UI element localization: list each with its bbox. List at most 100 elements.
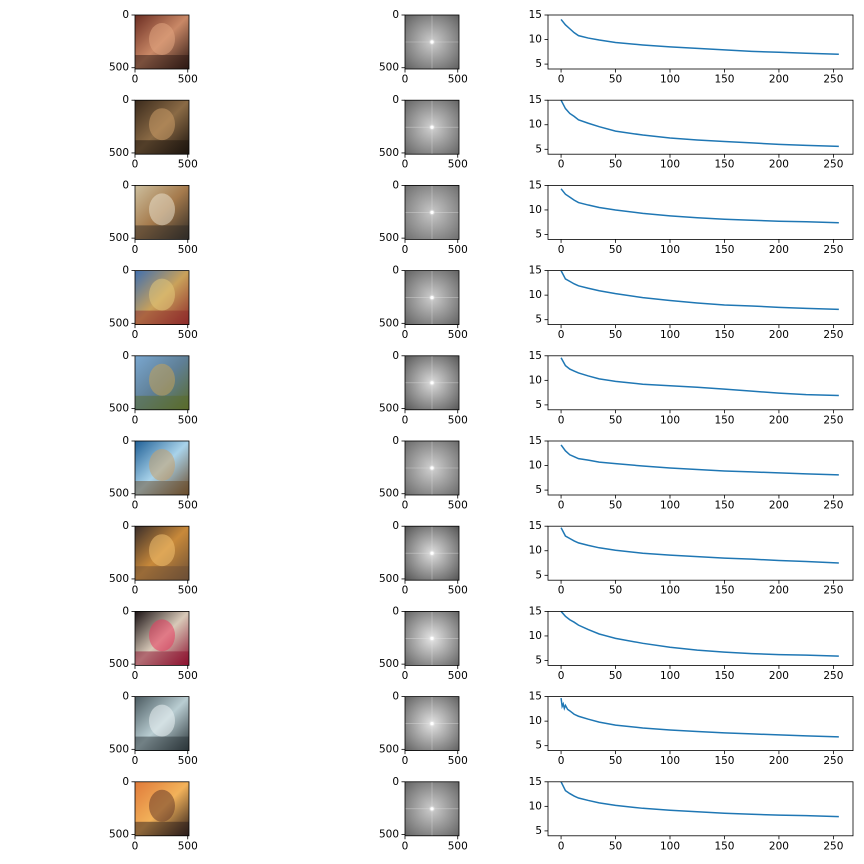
x-tick-label: 500 [178, 585, 198, 597]
x-tick-label: 0 [558, 159, 565, 171]
series-line [560, 188, 839, 224]
x-tick-label: 0 [402, 670, 409, 682]
image-frame [134, 696, 190, 751]
y-tick-label: 10 [529, 800, 542, 812]
image-subject [149, 193, 175, 226]
line-frame [547, 270, 854, 326]
x-tick-label: 50 [609, 500, 622, 512]
x-tick-label: 50 [609, 329, 622, 341]
x-tick-label: 50 [609, 159, 622, 171]
x-tick-label: 0 [402, 500, 409, 512]
x-tick-label: 250 [823, 159, 843, 171]
x-tick-label: 100 [660, 840, 680, 852]
x-tick-label: 0 [558, 840, 565, 852]
x-tick-label: 0 [132, 159, 139, 171]
line-frame [547, 696, 854, 751]
spectrum-frame [404, 696, 460, 751]
y-tick-label: 0 [122, 520, 129, 532]
y-tick-label: 10 [529, 374, 542, 386]
image-foreground [135, 651, 189, 666]
spectrum-center [430, 466, 434, 470]
y-tick-label: 5 [535, 399, 542, 411]
image-foreground [135, 140, 189, 155]
image-subject [149, 23, 175, 55]
x-tick-label: 0 [402, 414, 409, 426]
y-tick-label: 500 [379, 403, 399, 415]
image-frame [134, 184, 190, 240]
image-foreground [135, 566, 189, 581]
image-frame [134, 525, 190, 581]
x-tick-label: 150 [714, 74, 734, 86]
image-frame [134, 440, 190, 496]
y-tick-label: 15 [529, 605, 542, 617]
x-tick-label: 0 [558, 755, 565, 767]
x-tick-label: 250 [823, 414, 843, 426]
y-tick-label: 10 [529, 630, 542, 642]
image-subject [149, 619, 175, 652]
image-foreground [135, 55, 189, 69]
image-frame [134, 355, 190, 411]
x-tick-label: 0 [132, 840, 139, 852]
line-frame [547, 440, 854, 496]
x-tick-label: 100 [660, 585, 680, 597]
x-tick-label: 0 [132, 585, 139, 597]
y-tick-label: 0 [392, 9, 399, 21]
y-tick-label: 15 [529, 776, 542, 788]
spectrum-frame [404, 99, 460, 155]
x-tick-label: 50 [609, 414, 622, 426]
image-subject [149, 278, 175, 311]
x-tick-label: 0 [558, 414, 565, 426]
y-tick-label: 0 [122, 9, 129, 21]
x-tick-label: 150 [714, 500, 734, 512]
y-tick-label: 0 [122, 435, 129, 447]
y-tick-label: 0 [392, 776, 399, 788]
x-tick-label: 0 [558, 500, 565, 512]
x-tick-label: 100 [660, 670, 680, 682]
y-tick-label: 0 [122, 94, 129, 106]
y-tick-label: 15 [529, 520, 542, 532]
x-tick-label: 50 [609, 74, 622, 86]
spectrum-center [430, 40, 434, 44]
x-tick-label: 150 [714, 670, 734, 682]
x-tick-label: 50 [609, 840, 622, 852]
y-tick-label: 10 [529, 289, 542, 301]
spectrum-frame [404, 14, 460, 70]
x-tick-label: 500 [448, 414, 468, 426]
image-subject [149, 363, 175, 396]
x-tick-label: 0 [402, 329, 409, 341]
series-line [560, 610, 839, 657]
y-tick-label: 500 [379, 829, 399, 841]
x-tick-label: 100 [660, 329, 680, 341]
x-tick-label: 0 [132, 500, 139, 512]
x-tick-label: 200 [769, 74, 789, 86]
x-tick-label: 50 [609, 670, 622, 682]
y-tick-label: 0 [122, 179, 129, 191]
line-frame [547, 611, 854, 666]
x-tick-label: 0 [132, 414, 139, 426]
x-tick-label: 500 [448, 585, 468, 597]
series-line [560, 697, 839, 738]
x-tick-label: 50 [609, 244, 622, 256]
x-tick-label: 250 [823, 244, 843, 256]
spectrum-center [430, 381, 434, 385]
image-foreground [135, 310, 189, 325]
x-tick-label: 100 [660, 500, 680, 512]
spectrum-frame [404, 184, 460, 240]
image-subject [149, 449, 175, 481]
y-tick-label: 500 [109, 317, 129, 329]
y-tick-label: 15 [529, 350, 542, 362]
x-tick-label: 500 [448, 840, 468, 852]
y-tick-label: 500 [109, 232, 129, 244]
